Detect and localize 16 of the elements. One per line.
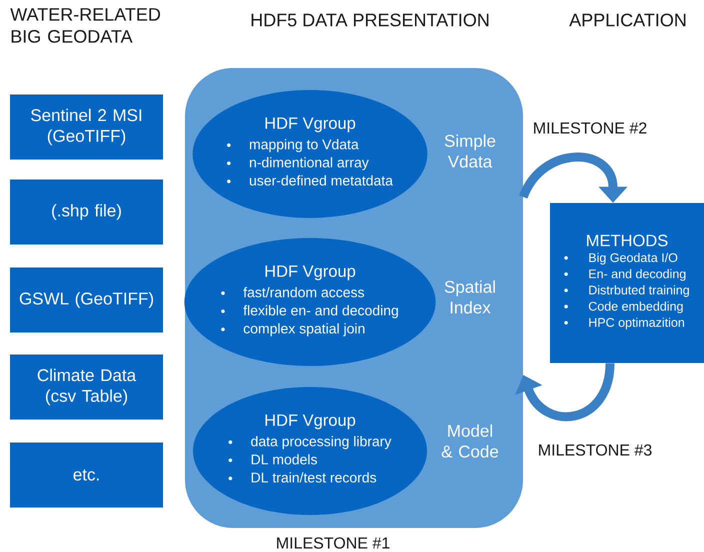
source-box: Climate Data (csv Table) [10,354,163,420]
source-box: Sentinel 2 MSI (GeoTIFF) [10,94,163,160]
panel-label: Spatial Index [444,280,495,314]
column-heading: WATER-RELATED BIG GEODATA [10,8,160,43]
column-heading: HDF5 DATA PRESENTATION [252,14,488,26]
panel-label: Model & Code [442,424,498,458]
source-box: (.shp file) [10,180,163,244]
source-box: etc. [10,442,163,508]
panel-label: Simple Vdata [444,134,496,168]
source-box: GSWL (GeoTIFF) [10,268,163,332]
edge-label: MILESTONE #3 [539,444,652,456]
curved-arrow [515,362,614,422]
methods-box: METHODS Big Geodata I/O En- and decoding Distrbuted training Code embedding HPC optimazition [550,203,704,363]
column-heading: APPLICATION [569,14,686,26]
edge-label: MILESTONE #2 [534,122,646,134]
milestone-label: MILESTONE #1 [277,537,390,549]
